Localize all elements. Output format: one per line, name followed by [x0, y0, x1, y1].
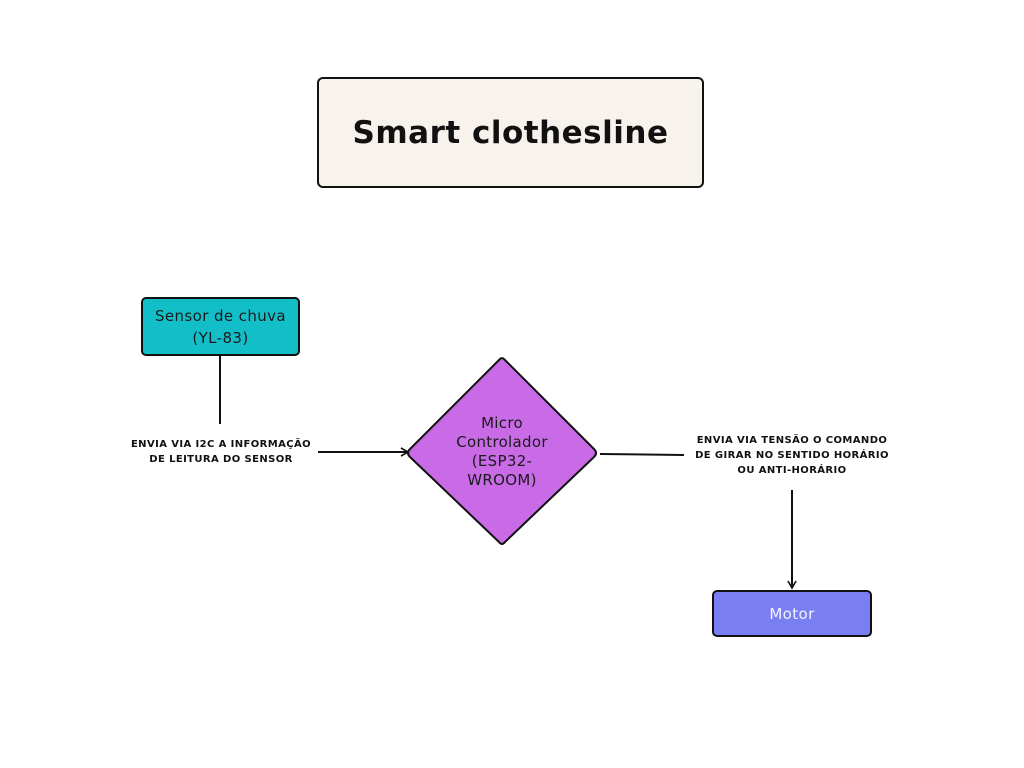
controller-right-line: [599, 453, 685, 456]
diagram-title-box: Smart clothesline: [317, 77, 704, 188]
controller-diamond: [407, 357, 597, 545]
sensor-node: Sensor de chuva (YL-83): [141, 297, 300, 356]
diagram-title: Smart clothesline: [352, 114, 669, 151]
motor-node-label: Motor: [769, 604, 815, 623]
controller-label-line-2: Controlador: [456, 433, 548, 451]
edge-label-controller-to-motor: ENVIA VIA TENSÃO O COMANDO DE GIRAR NO S…: [690, 433, 894, 478]
motor-node: Motor: [712, 590, 872, 637]
sensor-node-label: Sensor de chuva (YL-83): [154, 306, 287, 347]
edge-label-right-line-2: DE GIRAR NO SENTIDO HORÁRIO: [695, 450, 889, 461]
controller-label-line-1: Micro: [481, 414, 523, 432]
edge-label-left-line-1: ENVIA VIA I2C A INFORMAÇÃO: [130, 439, 312, 450]
edge-label-left-line-2: DE LEITURA DO SENSOR: [149, 454, 293, 465]
edge-label-right-line-1: ENVIA VIA TENSÃO O COMANDO: [696, 435, 888, 446]
controller-label-line-3: (ESP32-: [471, 452, 533, 470]
controller-node-label: Micro Controlador (ESP32- WROOM): [432, 414, 572, 490]
edge-label-sensor-to-controller: ENVIA VIA I2C A INFORMAÇÃO DE LEITURA DO…: [126, 437, 316, 467]
controller-label-line-4: WROOM): [467, 471, 537, 489]
edge-label-right-line-3: OU ANTI-HORÁRIO: [737, 465, 847, 476]
